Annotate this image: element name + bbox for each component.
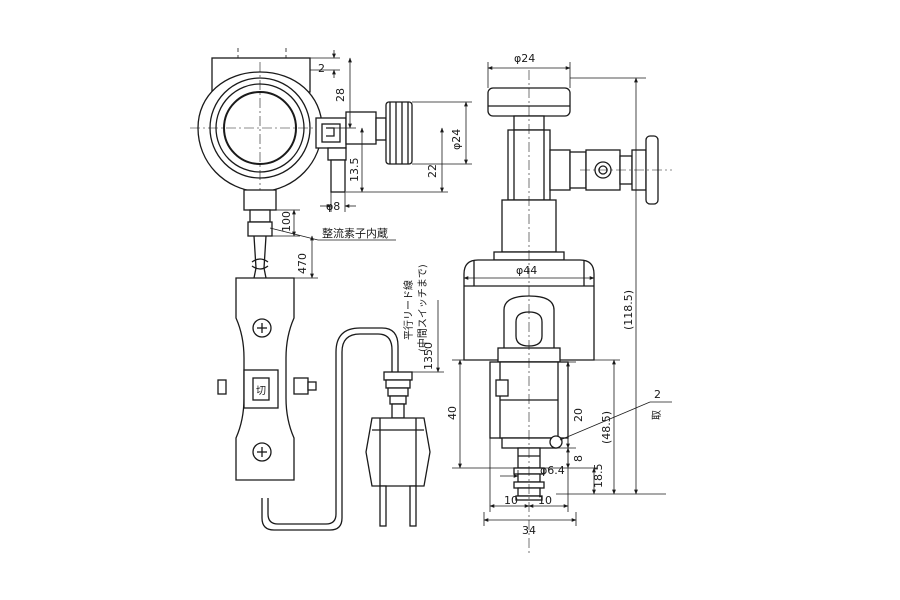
dim-34: 34 [522, 524, 536, 537]
dim-phi44: φ44 [516, 264, 537, 277]
dim-10-right: 10 [538, 494, 552, 507]
rectifier-label: 整流素子内蔵 [322, 226, 388, 240]
dim-100: 100 [280, 211, 293, 232]
side-knob [385, 101, 413, 165]
dimension-labels: 2 28 φ24 13.5 22 φ8 100 整流素子内蔵 470 平行リード… [256, 52, 663, 537]
dim-13-5: 13.5 [348, 158, 361, 183]
switch-mark: 切 [256, 385, 266, 397]
dim-10-left: 10 [504, 494, 518, 507]
dim-20: 20 [572, 408, 585, 422]
dim-2-right: 2 [654, 388, 661, 401]
left-view [190, 48, 413, 279]
dim-22: 22 [426, 164, 439, 178]
dim-118-5: (118.5) [622, 290, 635, 330]
dim-48-5: (48.5) [600, 411, 613, 444]
dim-18-5: 18.5 [592, 464, 605, 489]
dim-40: 40 [446, 406, 459, 420]
orifice-circle [223, 91, 297, 165]
power-plug [365, 371, 431, 527]
power-cord [261, 333, 393, 531]
dim-470: 470 [296, 253, 309, 274]
right-edge-label: 取 [651, 410, 663, 420]
dim-phi24-top: φ24 [514, 52, 535, 65]
dimension-lines [269, 50, 672, 526]
dim-8: 8 [572, 455, 585, 462]
lead-label-1: 平行リード線 [402, 280, 415, 340]
dim-2: 2 [318, 62, 325, 75]
inline-switch [217, 277, 317, 481]
dim-phi8: φ8 [326, 200, 340, 213]
dim-1350: 1350 [422, 342, 435, 370]
dim-phi6-4: φ6.4 [540, 464, 565, 477]
lead-label-2: (中間スイッチまで) [416, 264, 429, 352]
dim-phi24-side: φ24 [450, 129, 463, 150]
right-view [463, 70, 672, 556]
dim-28: 28 [334, 88, 347, 102]
